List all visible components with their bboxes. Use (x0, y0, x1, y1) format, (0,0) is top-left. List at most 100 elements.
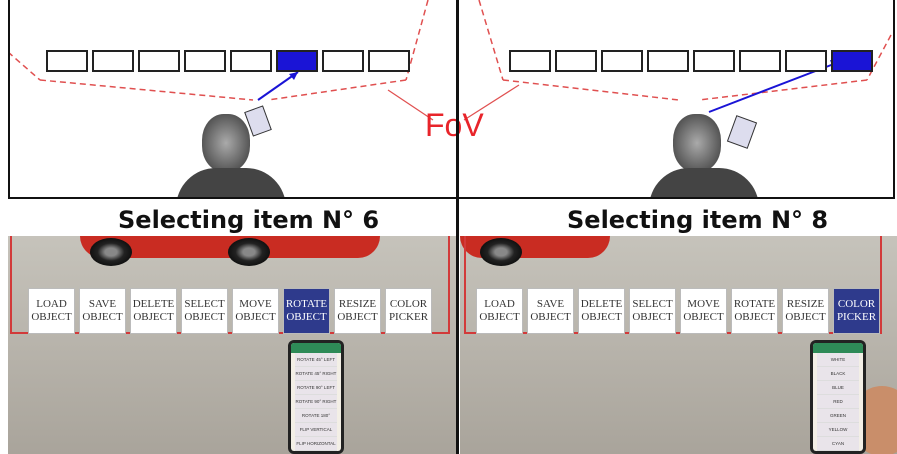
slot-row (46, 50, 414, 72)
phone-list: WhiteBlackBlueRedGreenYellowCyanPurple (813, 353, 863, 451)
vertical-divider (456, 0, 459, 454)
car-wheel (90, 238, 132, 266)
menu-label-line2: Object (734, 311, 775, 323)
menu-button-select[interactable]: SelectObject (181, 288, 228, 334)
menu-label-line2: Object (632, 311, 673, 323)
selected-slot (831, 50, 873, 72)
caption-left: Selecting item N° 6 (118, 206, 380, 234)
menu-button-delete[interactable]: DeleteObject (578, 288, 625, 334)
menu-button-select[interactable]: SelectObject (629, 288, 676, 334)
slot (601, 50, 643, 72)
menu-label-line2: Object (581, 311, 622, 323)
slot-row (509, 50, 877, 72)
smartphone: WhiteBlackBlueRedGreenYellowCyanPurple (810, 340, 866, 454)
menu-label-line1: Delete (580, 298, 623, 310)
slot (785, 50, 827, 72)
phone-list: Rotate 45° LeftRotate 45° RightRotate 90… (291, 353, 341, 451)
menu-label-line1: Rotate (285, 298, 328, 310)
phone-status-bar (813, 343, 863, 353)
menu-label-line1: Load (484, 298, 515, 310)
menu-label-line1: Select (184, 298, 225, 310)
menu-label-line1: Load (36, 298, 67, 310)
menu-label-line1: Color (389, 298, 428, 310)
menu-button-rotate[interactable]: RotateObject (283, 288, 330, 334)
phone-list-item[interactable]: Flip Horizontal (295, 437, 337, 451)
fov-label: FoV (425, 107, 484, 143)
menu-label-line1: Resize (338, 298, 377, 310)
selected-slot (276, 50, 318, 72)
slot (555, 50, 597, 72)
phone-list-item[interactable]: Black (817, 367, 859, 381)
menu-button-rotate[interactable]: RotateObject (731, 288, 778, 334)
menu-button-color[interactable]: ColorPicker (385, 288, 432, 334)
menu-label-line1: Select (632, 298, 673, 310)
caption-right: Selecting item N° 8 (567, 206, 829, 234)
phone-list-item[interactable]: Red (817, 395, 859, 409)
menu-label-line1: Color (837, 298, 876, 310)
menu-label-line2: Picker (388, 311, 429, 323)
slot (138, 50, 180, 72)
phone-list-item[interactable]: Rotate 45° Left (295, 353, 337, 367)
menu-label-line2: Object (530, 311, 571, 323)
menu-button-save[interactable]: SaveObject (79, 288, 126, 334)
menu-label-line1: Resize (786, 298, 825, 310)
diagram-right (459, 0, 895, 199)
ar-frame (10, 236, 450, 334)
menu-label-line2: Object (683, 311, 724, 323)
menu-label-line2: Object (337, 311, 378, 323)
car-wheel (228, 238, 270, 266)
photo-right: LoadObjectSaveObjectDeleteObjectSelectOb… (460, 236, 897, 454)
phone-list-item[interactable]: Cyan (817, 437, 859, 451)
phone-status-bar (291, 343, 341, 353)
menu-button-load[interactable]: LoadObject (28, 288, 75, 334)
ar-menu: LoadObjectSaveObjectDeleteObjectSelectOb… (476, 288, 884, 334)
menu-button-delete[interactable]: DeleteObject (130, 288, 177, 334)
ar-menu: LoadObjectSaveObjectDeleteObjectSelectOb… (28, 288, 436, 334)
menu-label-line2: Object (82, 311, 123, 323)
phone-list-item[interactable]: Rotate 90° Left (295, 381, 337, 395)
menu-label-line2: Object (785, 311, 826, 323)
menu-button-load[interactable]: LoadObject (476, 288, 523, 334)
menu-label-line2: Object (235, 311, 276, 323)
menu-label-line2: Object (184, 311, 225, 323)
phone-list-item[interactable]: Green (817, 409, 859, 423)
menu-label-line2: Object (133, 311, 174, 323)
diagram-left (8, 0, 457, 199)
smartphone: Rotate 45° LeftRotate 45° RightRotate 90… (288, 340, 344, 454)
slot (184, 50, 226, 72)
menu-label-line1: Save (88, 298, 117, 310)
menu-button-save[interactable]: SaveObject (527, 288, 574, 334)
slot (230, 50, 272, 72)
phone-list-item[interactable]: White (817, 353, 859, 367)
phone-list-item[interactable]: Rotate 45° Right (295, 367, 337, 381)
menu-label-line2: Object (479, 311, 520, 323)
car-wheel (480, 238, 522, 266)
menu-label-line1: Move (687, 298, 720, 310)
phone-list-item[interactable]: Blue (817, 381, 859, 395)
slot (509, 50, 551, 72)
menu-label-line1: Save (536, 298, 565, 310)
menu-button-resize[interactable]: ResizeObject (334, 288, 381, 334)
menu-label-line2: Object (286, 311, 327, 323)
menu-label-line2: Picker (836, 311, 877, 323)
menu-label-line1: Move (239, 298, 272, 310)
slot (693, 50, 735, 72)
phone-screen: Rotate 45° LeftRotate 45° RightRotate 90… (291, 343, 341, 451)
slot (322, 50, 364, 72)
phone-list-item[interactable]: Rotate 180° (295, 409, 337, 423)
menu-button-move[interactable]: MoveObject (232, 288, 279, 334)
slot (647, 50, 689, 72)
menu-button-resize[interactable]: ResizeObject (782, 288, 829, 334)
menu-label-line1: Delete (132, 298, 175, 310)
menu-label-line2: Object (31, 311, 72, 323)
menu-button-move[interactable]: MoveObject (680, 288, 727, 334)
phone-list-item[interactable]: Rotate 90° Right (295, 395, 337, 409)
fov-lines-left (8, 0, 434, 121)
menu-button-color[interactable]: ColorPicker (833, 288, 880, 334)
phone-list-item[interactable]: Yellow (817, 423, 859, 437)
slot (92, 50, 134, 72)
menu-label-line1: Rotate (733, 298, 776, 310)
phone-list-item[interactable]: Flip Vertical (295, 423, 337, 437)
slot (368, 50, 410, 72)
slot (46, 50, 88, 72)
